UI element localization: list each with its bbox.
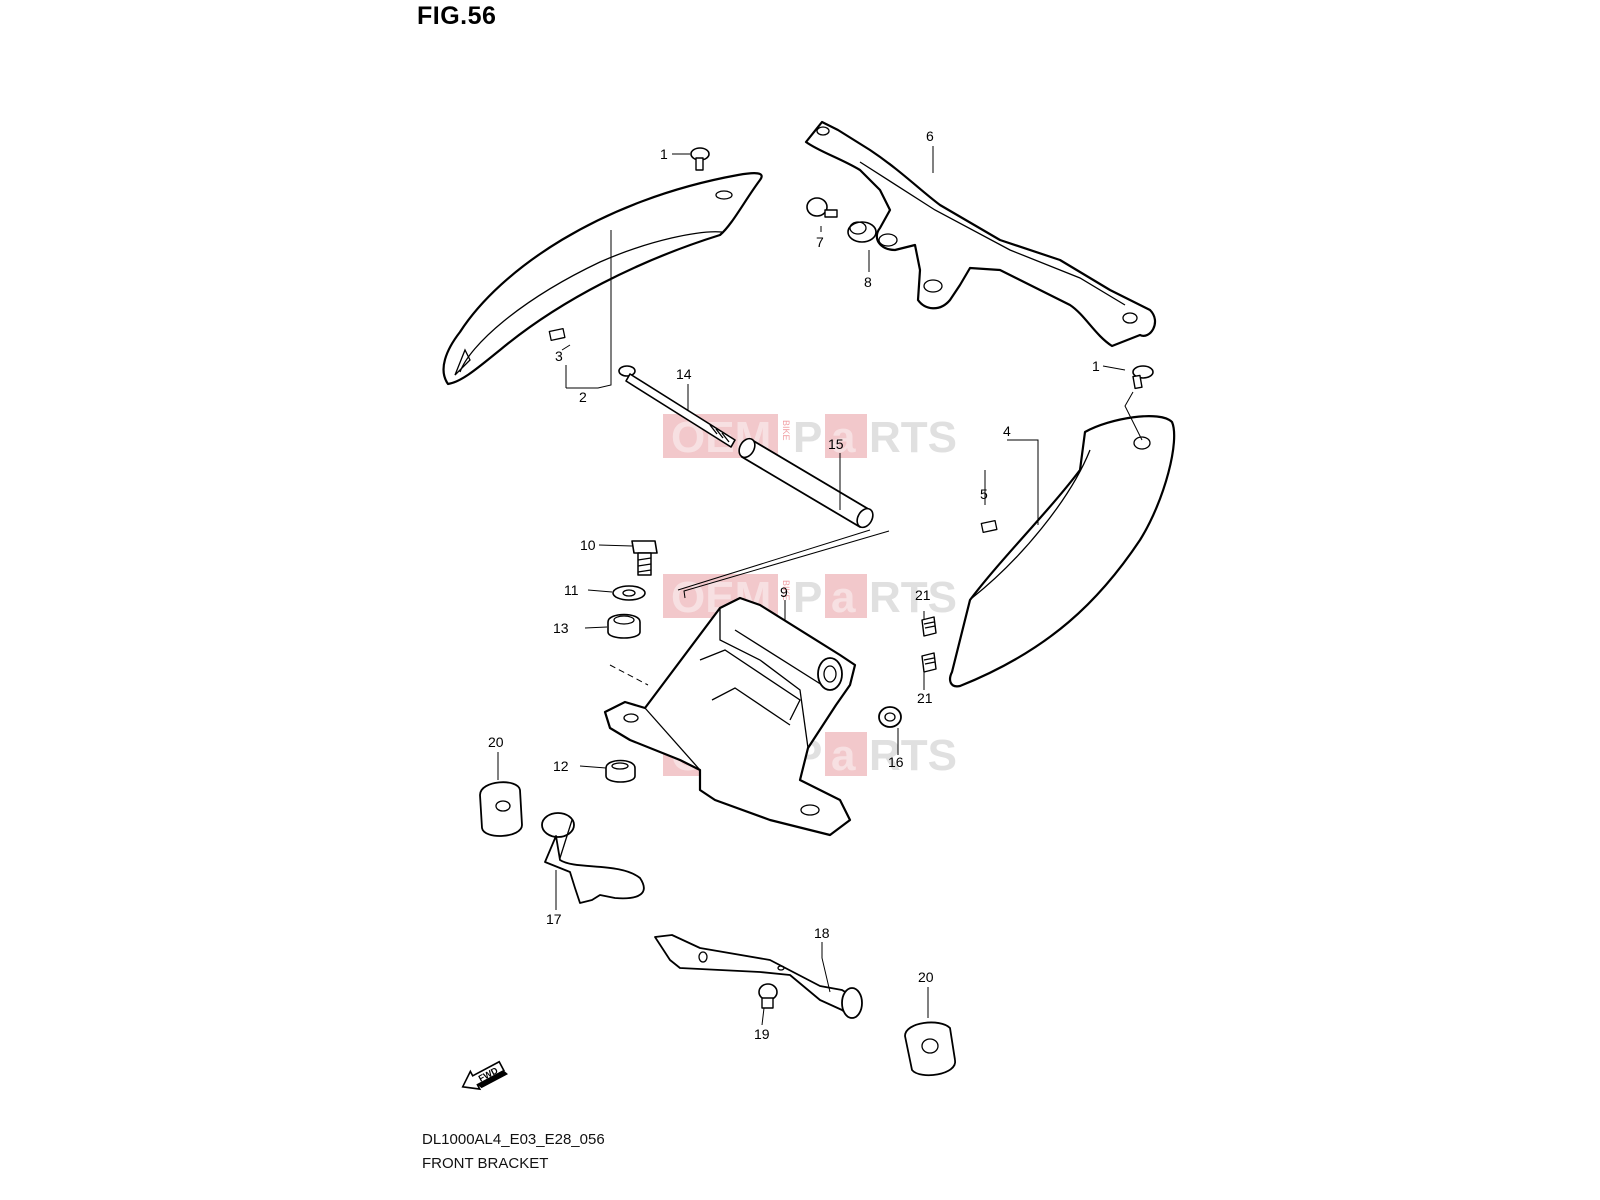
callout-20-upper[interactable]: 20 [488, 734, 504, 750]
watermark-rts-text: RTS [869, 413, 957, 462]
part-7-bolt[interactable] [806, 197, 838, 218]
watermark-a-text: a [831, 413, 856, 462]
watermark-2: OEM BIKE P a RTS [663, 573, 957, 622]
callout-18[interactable]: 18 [814, 925, 830, 941]
part-12-grommet[interactable] [605, 759, 636, 783]
watermark-a-text: a [831, 731, 856, 780]
callout-8[interactable]: 8 [864, 274, 872, 290]
part-2-cover-left[interactable] [442, 172, 763, 386]
part-8-collar[interactable] [847, 221, 877, 243]
part-5-label-small[interactable] [980, 519, 998, 533]
model-code: DL1000AL4_E03_E28_056 [422, 1131, 605, 1148]
part-20-damper-upper[interactable] [479, 781, 523, 837]
part-14-long-bolt[interactable] [618, 365, 736, 448]
callout-2[interactable]: 2 [579, 389, 587, 405]
callout-20-lower[interactable]: 20 [918, 969, 934, 985]
part-11-washer[interactable] [612, 585, 646, 601]
part-18-stay-lower[interactable] [654, 934, 863, 1019]
part-15-pipe[interactable] [736, 436, 876, 530]
callout-11[interactable]: 11 [564, 582, 579, 598]
callout-21-upper[interactable]: 21 [915, 587, 931, 603]
part-20-damper-lower[interactable] [904, 1021, 956, 1077]
callout-1-right[interactable]: 1 [1092, 358, 1100, 374]
callout-16[interactable]: 16 [888, 754, 904, 770]
watermark-rts-text: RTS [869, 731, 957, 780]
callout-6[interactable]: 6 [926, 128, 934, 144]
watermark-rts-text: RTS [869, 573, 957, 622]
part-6-upper-bracket[interactable] [804, 120, 1157, 348]
watermark-bike-text: BIKE [781, 580, 791, 601]
callout-13[interactable]: 13 [553, 620, 569, 636]
part-1-screw-left[interactable] [690, 147, 710, 171]
callout-5[interactable]: 5 [980, 486, 988, 502]
watermark-a-text: a [831, 573, 856, 622]
watermark-p-text: P [793, 573, 822, 622]
part-13-grommet[interactable] [607, 613, 641, 639]
callout-15[interactable]: 15 [828, 436, 844, 452]
part-9-front-bracket[interactable] [603, 596, 857, 837]
callout-4[interactable]: 4 [1003, 423, 1011, 439]
callout-14[interactable]: 14 [676, 366, 692, 382]
fwd-arrow-icon: FWD [461, 1060, 509, 1091]
watermark-1: OEM BIKE P a RTS [663, 413, 957, 462]
part-4-cover-right[interactable] [949, 415, 1176, 688]
callout-7[interactable]: 7 [816, 234, 824, 250]
callout-9[interactable]: 9 [780, 584, 788, 600]
part-1-screw-right[interactable] [1132, 365, 1154, 390]
callout-21-lower[interactable]: 21 [917, 690, 933, 706]
callout-3[interactable]: 3 [555, 348, 563, 364]
callout-10[interactable]: 10 [580, 537, 596, 553]
callout-1-left[interactable]: 1 [660, 146, 668, 162]
callout-numbers: 1 2 3 6 7 8 14 15 4 5 1 10 11 13 9 21 21… [488, 128, 1100, 1042]
part-3-label-small[interactable] [548, 327, 566, 341]
callout-17[interactable]: 17 [546, 911, 562, 927]
part-16-nut[interactable] [878, 706, 902, 728]
leader-lines [497, 146, 1143, 1026]
part-21-clip-upper[interactable] [921, 616, 937, 637]
callout-19[interactable]: 19 [754, 1026, 770, 1042]
assembly-name: FRONT BRACKET [422, 1155, 549, 1172]
figure-title: FIG.56 [417, 2, 497, 30]
part-19-bolt[interactable] [758, 983, 778, 1009]
part-10-bolt[interactable] [631, 540, 658, 576]
part-17-stay[interactable] [541, 812, 645, 904]
part-21-clip-lower[interactable] [921, 652, 937, 673]
watermark-bike-text: BIKE [781, 420, 791, 441]
watermark-p-text: P [793, 413, 822, 462]
callout-12[interactable]: 12 [553, 758, 569, 774]
